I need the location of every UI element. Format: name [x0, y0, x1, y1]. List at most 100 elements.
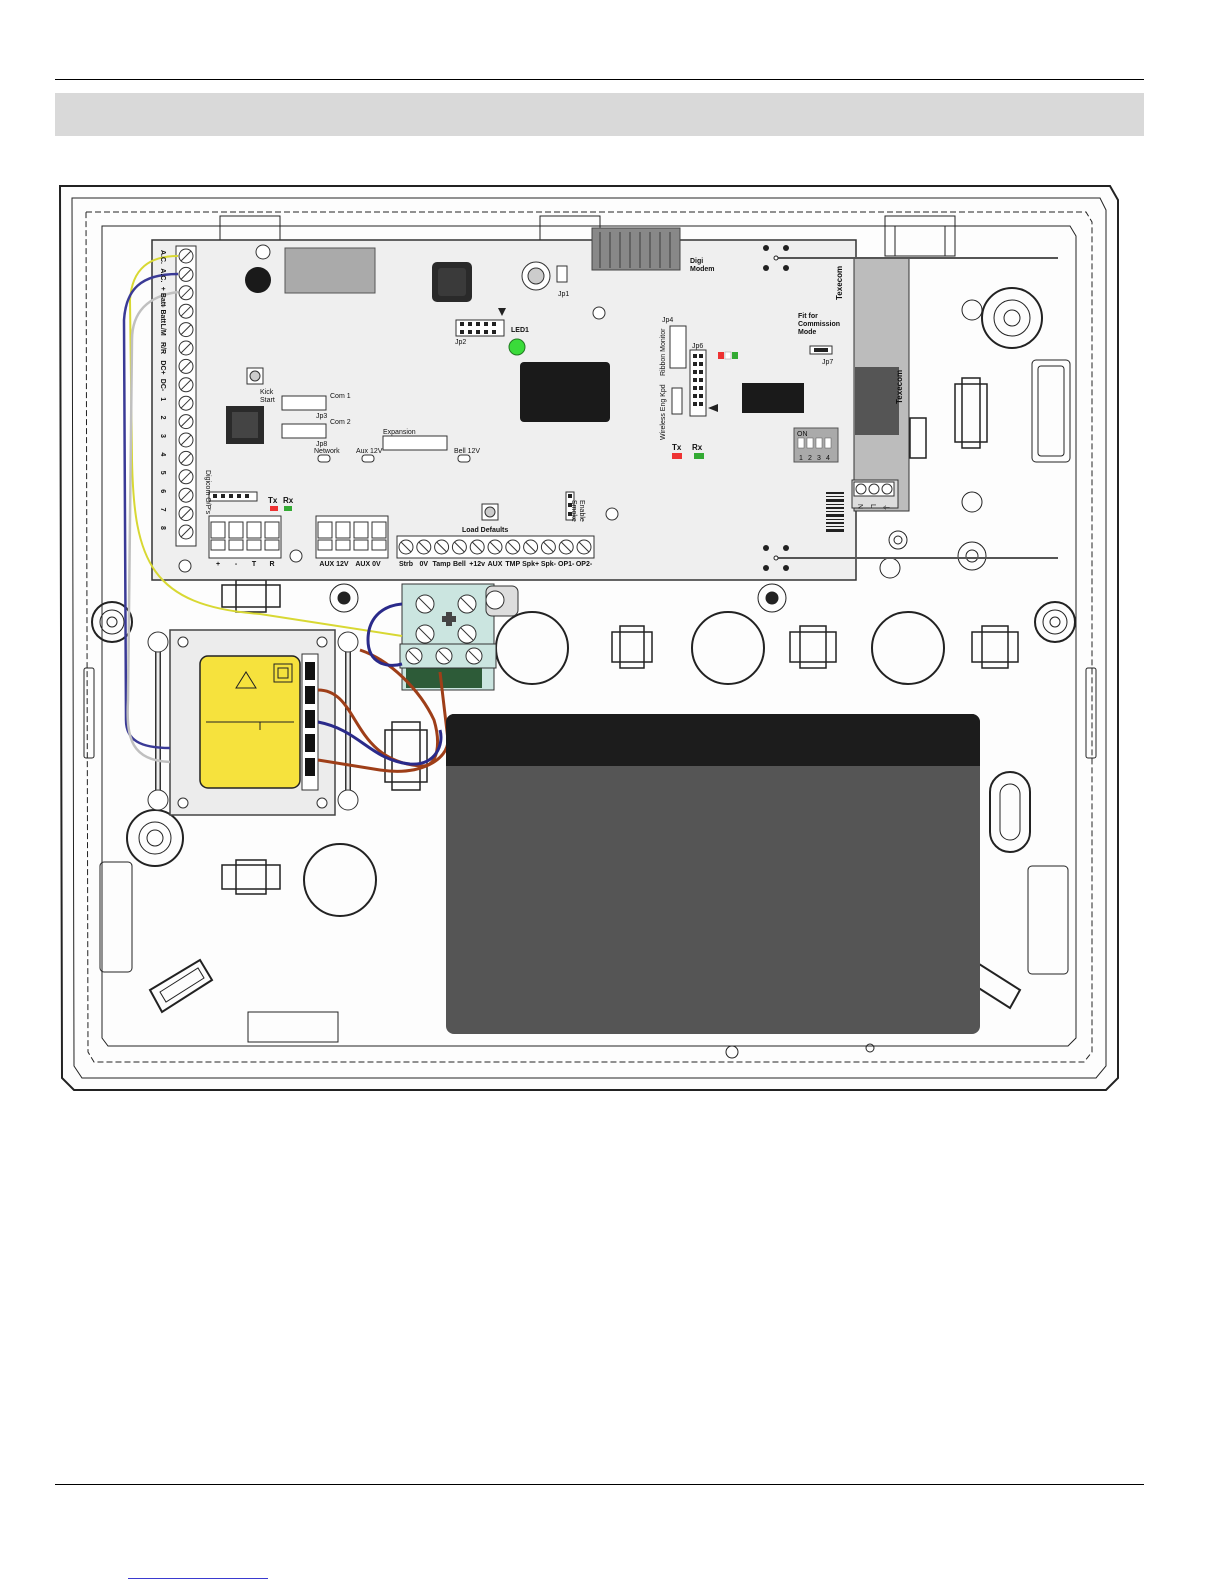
terminal-socket-base — [228, 539, 244, 551]
left-terminal-screw-slot — [180, 508, 192, 519]
tx-small-label: Tx — [268, 496, 278, 505]
left-terminal-label: A.C. — [159, 268, 166, 282]
left-terminal-label: 2 — [159, 416, 166, 420]
terminal-screw-slot — [578, 541, 590, 553]
wireless-eng-kpd-label: Wireless Eng Kpd — [660, 384, 667, 440]
terminal-screw-slot — [489, 541, 501, 553]
top-rule — [55, 79, 1144, 80]
terminal-socket — [353, 521, 369, 539]
dip-switch-on-label: ON — [797, 431, 808, 438]
dip-switch-4-label: 4 — [826, 455, 830, 462]
bottom-terminal-label: - — [235, 561, 238, 568]
cable-clamps — [221, 377, 1019, 895]
terminal-screw-slot — [418, 541, 430, 553]
aux-terminal-label: AUX 12V — [319, 561, 349, 568]
left-terminal-label: DC- — [159, 379, 166, 392]
jp7-label: Jp7 — [822, 359, 833, 366]
left-terminal-label: A.C. — [159, 250, 166, 264]
terminal-socket-base — [210, 539, 226, 551]
section-heading-bar — [55, 93, 1144, 136]
dip-switch-2-label: 2 — [808, 455, 812, 462]
mains-terminal-label: ⏚ — [882, 504, 890, 511]
terminal-socket — [228, 521, 244, 539]
terminal-socket-base — [317, 539, 333, 551]
bottom-terminal-label: Tamp — [433, 561, 451, 568]
texecom-brand-label: Texecom — [835, 266, 844, 300]
left-terminal-screw-slot — [180, 250, 192, 262]
tx-led-label: Tx — [672, 443, 682, 452]
terminal-screw-slot — [454, 541, 465, 553]
mains-terminal-label: N — [856, 504, 863, 509]
terminal-socket — [210, 521, 226, 539]
terminal-screw-slot — [543, 541, 554, 553]
network-label: Network — [314, 448, 340, 455]
aux-terminal-label: AUX 0V — [355, 561, 381, 568]
bottom-terminal-label: Bell — [453, 561, 466, 568]
bottom-terminal-label: OP2- — [576, 561, 593, 568]
com1-label: Com 1 — [330, 393, 351, 400]
left-terminal-label: DC+ — [159, 360, 166, 374]
left-terminal-label: L/M — [159, 324, 166, 336]
jp6-label: Jp6 — [692, 343, 703, 350]
left-terminal-label: 5 — [159, 471, 166, 475]
terminal-socket-base — [335, 539, 351, 551]
pcb-components — [178, 227, 844, 573]
dip-switch-1-label: 1 — [799, 455, 803, 462]
bell-12v-label: Bell 12V — [454, 448, 480, 455]
mains-terminal-labels: N L ⏚ — [856, 504, 890, 511]
left-terminal-screw-slot — [180, 379, 192, 391]
com2-label: Com 2 — [330, 419, 351, 426]
left-terminal-screw-slot — [180, 324, 192, 335]
left-terminal-screw-slot — [180, 287, 192, 299]
rx-small-label: Rx — [283, 496, 294, 505]
terminal-screw-slot — [436, 541, 447, 553]
bottom-terminal-label: Strb — [399, 561, 413, 568]
jp2-label: Jp2 — [455, 339, 466, 346]
terminal-socket-base — [353, 539, 369, 551]
left-terminal-screw-slot — [180, 526, 192, 538]
left-terminal-label: R/R — [159, 342, 166, 354]
load-defaults-label: Load Defaults — [462, 527, 508, 534]
terminal-socket — [317, 521, 333, 539]
bottom-terminal-label: Spk+ — [522, 561, 539, 568]
rx-led-label: Rx — [692, 443, 703, 452]
module-leader-lines — [776, 257, 1058, 559]
corner-screws — [763, 245, 789, 571]
left-terminal-label: - Batt — [159, 305, 166, 324]
left-terminal-screw-slot — [180, 361, 192, 372]
expansion-label: Expansion — [383, 429, 416, 436]
led1-label: LED1 — [511, 327, 529, 334]
terminal-socket — [335, 521, 351, 539]
terminal-screw-slot — [507, 541, 519, 553]
left-terminal-screw-slot — [180, 471, 192, 483]
terminal-screw-slot — [400, 541, 412, 553]
bottom-terminal-label: TMP — [505, 561, 520, 568]
jp4-label: Jp4 — [662, 317, 673, 324]
left-terminal-screw-slot — [180, 416, 192, 427]
left-terminal-screw-slot — [180, 434, 192, 446]
mains-fused-terminal-block — [399, 583, 519, 691]
bottom-terminal-blocks — [208, 515, 595, 559]
terminal-screw-slot — [471, 541, 483, 553]
bottom-terminal-label: + — [216, 561, 220, 568]
footer-link-underline[interactable] — [128, 1578, 268, 1579]
terminal-socket — [246, 521, 262, 539]
left-terminal-screw-slot — [180, 342, 192, 354]
bottom-terminal-label: R — [269, 561, 274, 568]
bottom-terminal-label: T — [252, 561, 257, 568]
left-terminal-screw-slot — [180, 489, 192, 501]
terminal-socket-base — [371, 539, 387, 551]
jp8-label: Jp8 — [316, 441, 327, 448]
mains-terminal-label: L — [869, 504, 876, 508]
terminal-socket — [264, 521, 280, 539]
dip-switch-3-label: 3 — [817, 455, 821, 462]
terminal-screw-slot — [525, 541, 536, 553]
left-terminal-screw-slot — [180, 269, 192, 280]
